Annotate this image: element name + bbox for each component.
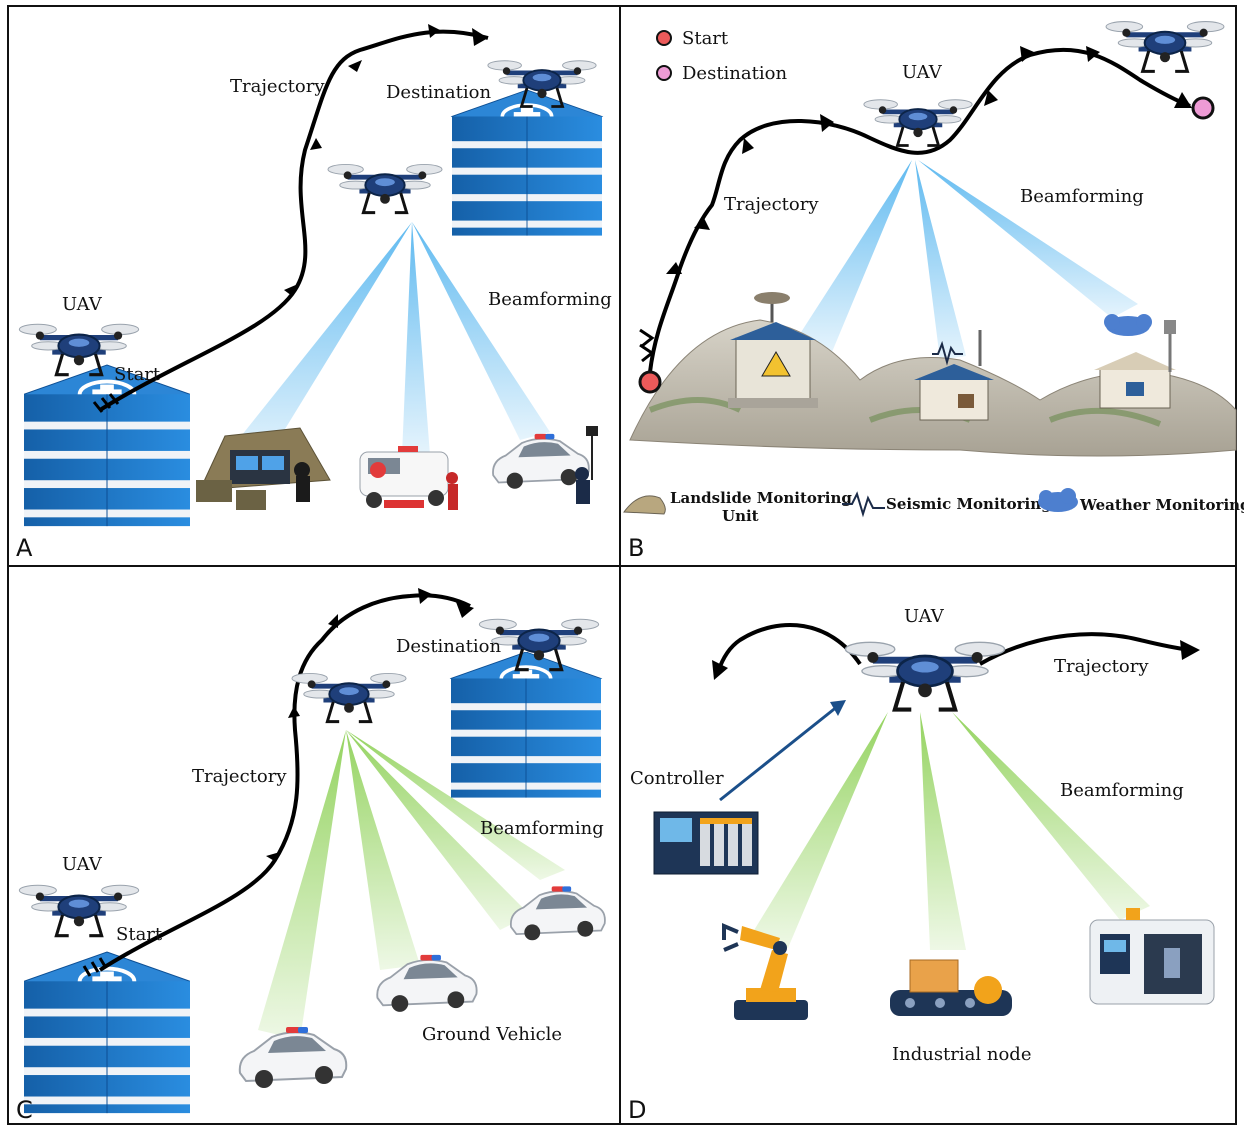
start-marker-b xyxy=(638,370,662,394)
beam-d-3 xyxy=(952,712,1150,920)
beam-d-1 xyxy=(748,712,888,948)
ground-vehicle-3 xyxy=(509,885,606,942)
panel-d-frame xyxy=(619,565,1237,1125)
cnc-machine xyxy=(1089,908,1215,1005)
destination-marker-b xyxy=(1191,96,1215,120)
legend-landslide-line1: Landslide Monitoring xyxy=(670,489,852,507)
destination-building-a xyxy=(450,90,604,238)
label-destination-a: Destination xyxy=(386,82,491,103)
trajectory-a xyxy=(98,29,489,412)
weather-monitoring-station xyxy=(1094,314,1176,409)
panel-letter-c: C xyxy=(16,1096,33,1124)
industrial-robot-arm xyxy=(722,922,808,1020)
label-controller-d: Controller xyxy=(630,768,724,789)
legend-landslide: Landslide Monitoring Unit xyxy=(623,489,852,525)
panel-a: Trajectory Destination UAV Start Beamfor… xyxy=(16,24,612,562)
beam-a-3 xyxy=(412,222,550,440)
start-building-c xyxy=(24,950,190,1116)
legend-start-label: Start xyxy=(682,28,729,49)
label-start-c: Start xyxy=(116,924,163,945)
police-car xyxy=(492,426,598,504)
legend-weather: Weather Monitoring xyxy=(1038,488,1244,514)
panel-b-frame xyxy=(619,5,1237,567)
label-start-a: Start xyxy=(114,364,161,385)
label-uav-c: UAV xyxy=(62,854,103,875)
uav-mid-c xyxy=(292,673,406,721)
label-uav-d: UAV xyxy=(904,606,945,627)
destination-building-c xyxy=(449,652,603,800)
uav-mid-a xyxy=(328,164,442,212)
controller-cabinet xyxy=(653,811,759,875)
beam-c-3 xyxy=(346,730,530,930)
trajectory-a-arrowhead xyxy=(472,28,488,46)
label-industrial-node-d: Industrial node xyxy=(892,1044,1031,1065)
controller-link xyxy=(719,704,839,802)
beam-c-2 xyxy=(346,730,420,970)
uav-b xyxy=(864,100,972,146)
legend-destination-marker xyxy=(656,65,672,81)
trajectory-d-right-arrowhead xyxy=(1180,640,1200,660)
label-beamforming-a: Beamforming xyxy=(488,289,612,310)
conveyor-node xyxy=(890,959,1012,1016)
landslide-icon xyxy=(623,495,666,515)
legend-seismic: Seismic Monitoring xyxy=(842,491,1052,518)
legend-destination-label: Destination xyxy=(682,63,787,84)
label-beamforming-c: Beamforming xyxy=(480,818,604,839)
label-trajectory-a: Trajectory xyxy=(230,76,325,97)
beam-a-1 xyxy=(230,222,412,460)
label-trajectory-b: Trajectory xyxy=(724,194,819,215)
beam-c-4 xyxy=(346,730,565,880)
ambulance xyxy=(359,446,458,510)
label-trajectory-d: Trajectory xyxy=(1054,656,1149,677)
trajectory-d-left-arrowhead xyxy=(712,660,728,680)
beam-b-1 xyxy=(796,160,912,352)
panel-c: Destination Trajectory UAV Start Beamfor… xyxy=(16,588,606,1124)
label-trajectory-c: Trajectory xyxy=(192,766,287,787)
label-beamforming-b: Beamforming xyxy=(1020,186,1144,207)
label-beamforming-d: Beamforming xyxy=(1060,780,1184,801)
label-ground-vehicle-c: Ground Vehicle xyxy=(422,1024,562,1045)
trajectory-d-right xyxy=(979,632,1191,666)
panel-letter-d: D xyxy=(628,1096,646,1124)
ground-vehicle-1 xyxy=(238,1025,348,1090)
panel-letter-a: A xyxy=(16,534,33,562)
seismic-icon xyxy=(842,491,885,518)
trajectory-d-left xyxy=(716,622,862,673)
legend-seismic-label: Seismic Monitoring xyxy=(886,495,1052,513)
uav-d xyxy=(845,642,1004,709)
beam-d-2 xyxy=(920,712,966,950)
panel-b: Start Destination xyxy=(623,22,1244,562)
beam-a-2 xyxy=(402,222,430,455)
beam-b-2 xyxy=(915,160,966,360)
label-uav-a: UAV xyxy=(62,294,103,315)
legend-weather-label: Weather Monitoring xyxy=(1079,496,1244,514)
beam-b-3 xyxy=(918,160,1138,318)
label-destination-c: Destination xyxy=(396,636,501,657)
beam-c-1 xyxy=(258,730,346,1040)
uav-destination-b xyxy=(1106,22,1224,72)
trajectory-b-arrowhead xyxy=(1174,92,1192,108)
trajectory-c-arrowhead xyxy=(456,602,474,618)
panel-d: UAV Trajectory Controller Beamforming In… xyxy=(628,606,1215,1124)
field-command-tent xyxy=(196,427,331,510)
panel-letter-b: B xyxy=(628,534,644,562)
start-building-a xyxy=(24,365,190,526)
legend-start-marker xyxy=(656,30,672,46)
label-uav-b: UAV xyxy=(902,62,943,83)
seismic-monitoring-station xyxy=(914,330,994,421)
landslide-monitoring-unit xyxy=(728,292,818,408)
legend-landslide-line2: Unit xyxy=(722,507,759,525)
